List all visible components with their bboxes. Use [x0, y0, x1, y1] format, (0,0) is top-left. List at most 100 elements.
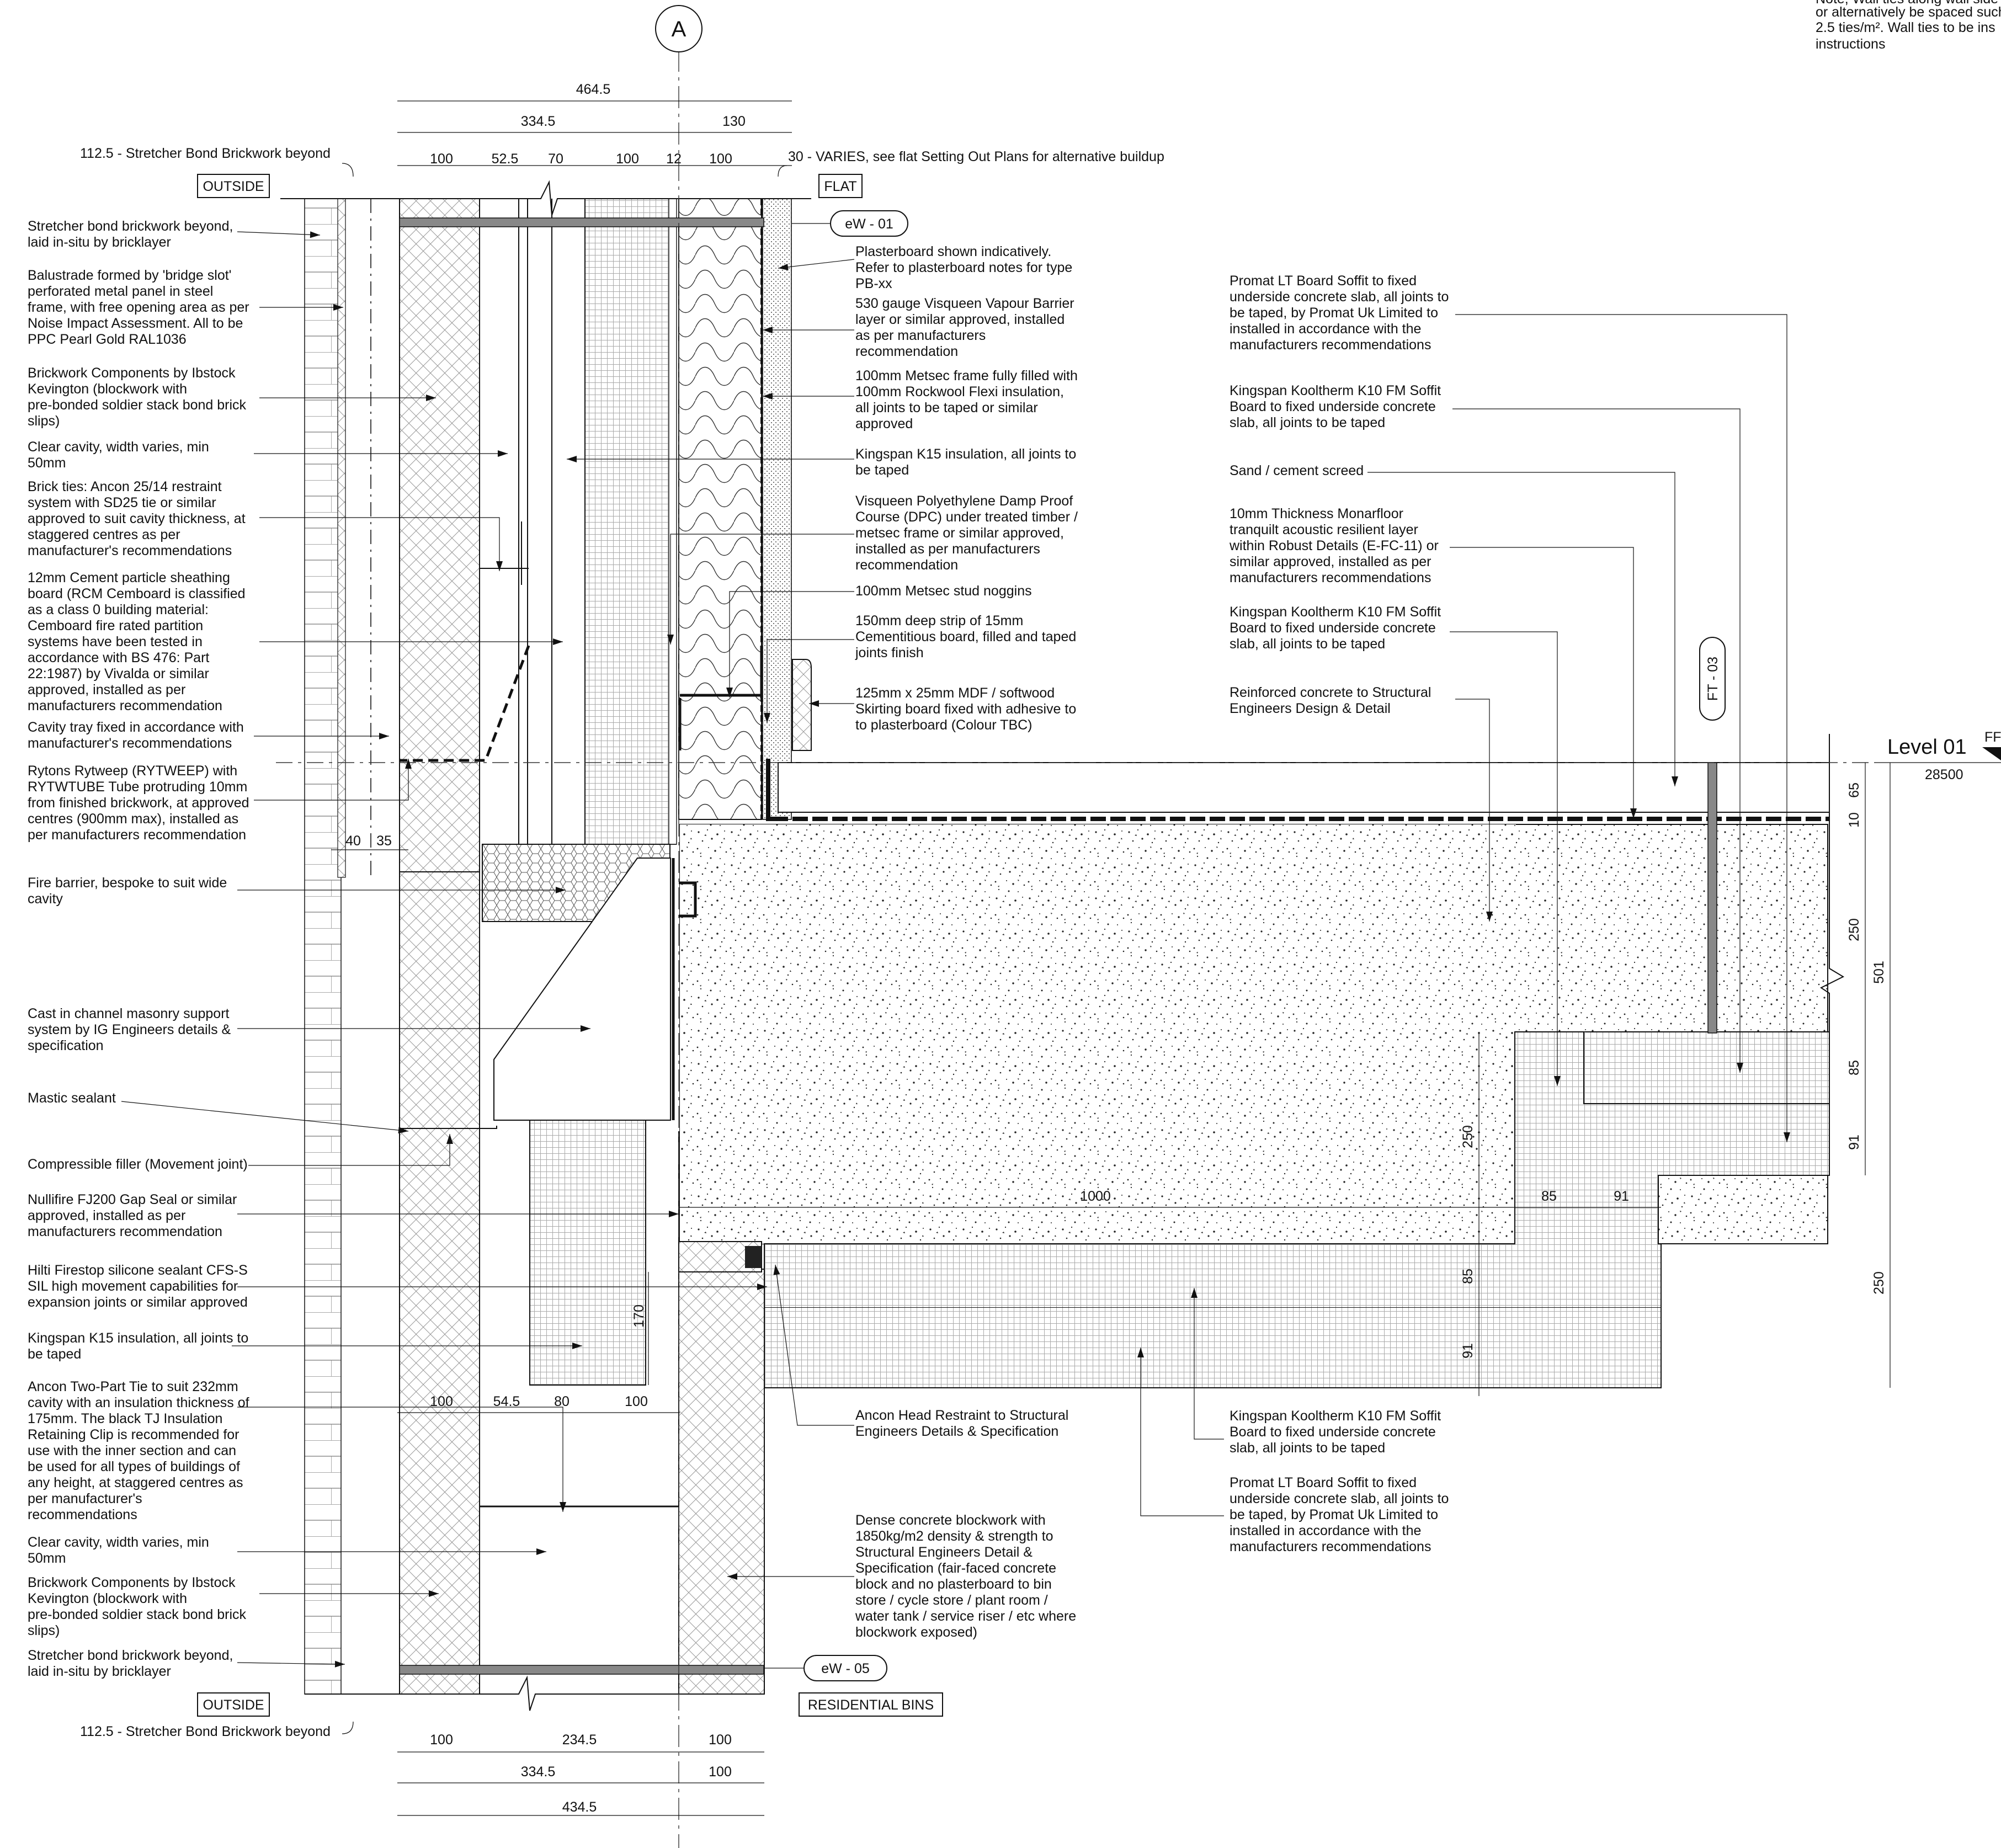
dim-part-3: 100 [616, 151, 639, 167]
outside-top-label: OUTSIDE [203, 179, 264, 194]
note-line: recommendation [855, 344, 958, 359]
leader-arrow [773, 1265, 780, 1275]
note-line: Ancon Two-Part Tie to suit 232mm [28, 1379, 238, 1394]
leader-line [775, 1264, 854, 1426]
note-line: approved [855, 416, 913, 432]
note-line: manufacturers recommendation [28, 1224, 222, 1239]
note-line: as per manufacturers [855, 328, 986, 343]
leader-line [729, 591, 854, 697]
right-notes-2: Sand / cement screed [1230, 463, 1364, 478]
note-line: Clear cavity, width varies, min [28, 1535, 209, 1550]
dim-v85: 85 [1460, 1269, 1476, 1284]
note-line: centres (900mm max), installed as [28, 811, 238, 827]
note-line: Brickwork Components by Ibstock [28, 1575, 236, 1590]
leader-arrow [567, 456, 577, 462]
dim-bottom-row2-0: 334.5 [521, 1764, 556, 1780]
right-notes-0: Promat LT Board Soffit to fixedunderside… [1230, 273, 1449, 353]
dimensions-bottom: 112.5 - Stretcher Bond Brickwork beyond … [80, 1721, 764, 1816]
level-ffl-fragment: FF [1984, 729, 2001, 745]
left-notes-1: Balustrade formed by 'bridge slot'perfor… [28, 268, 249, 347]
dim-lower-wall-0: 100 [430, 1394, 453, 1409]
note-line: manufacturers recommendations [1230, 337, 1431, 353]
note-line: within Robust Details (E-FC-11) or [1229, 538, 1439, 553]
note-line: cavity [28, 891, 63, 907]
note-line: to plasterboard (Colour TBC) [855, 717, 1033, 733]
note-line: Skirting board fixed with adhesive to [855, 701, 1076, 717]
dim-right-1: 10 [1846, 812, 1862, 828]
leader-arrow [669, 1211, 679, 1217]
note-line: Structural Engineers Detail & [855, 1545, 1033, 1560]
left-notes-0: Stretcher bond brickwork beyond,laid in-… [28, 219, 233, 250]
reinforced-concrete-downstand [680, 824, 1516, 1244]
note-line: Engineers Details & Specification [855, 1424, 1058, 1439]
leader-line [259, 517, 500, 571]
ew01-tag: eW - 01 [845, 216, 893, 232]
leader-arrow [809, 700, 819, 707]
dense-concrete-blockwork [678, 1269, 765, 1695]
note-line: recommendation [855, 557, 958, 573]
note-line: per manufacturer's [28, 1491, 142, 1506]
note-line: Course (DPC) under treated timber / [855, 509, 1078, 525]
dim-part-5: 100 [709, 151, 732, 167]
note-line: staggered centres as per [28, 527, 180, 542]
note-line: Fire barrier, bespoke to suit wide [28, 875, 227, 891]
outer-blockwork-upper [399, 198, 480, 872]
leader-arrow [553, 638, 563, 645]
note-line: Compressible filler (Movement joint) [28, 1157, 248, 1172]
note-line: block and no plasterboard to bin [855, 1577, 1052, 1592]
note-line: be taped [855, 462, 909, 478]
note-line: Ancon Head Restraint to Structural [855, 1408, 1068, 1423]
level-marker: Level 01 28500 FF [1876, 729, 2001, 782]
ft03-tag: FT - 03 [1705, 657, 1721, 701]
k15-insulation-upper [584, 198, 677, 845]
note-line: installed as per manufacturers [855, 541, 1040, 557]
note-line: per manufacturers recommendation [28, 827, 246, 843]
note-line: Board to fixed underside concrete [1230, 1424, 1436, 1440]
note-line: Promat LT Board Soffit to fixed [1230, 1475, 1417, 1490]
note-line: Kevington (blockwork with [28, 381, 187, 397]
dim-h1000: 1000 [1080, 1189, 1111, 1204]
leader-arrow [726, 688, 733, 697]
stretcher-brickwork-beyond [304, 198, 342, 1695]
note-line: slab, all joints to be taped [1230, 1440, 1385, 1456]
leader-arrow [757, 1284, 767, 1290]
dim-part-1: 52.5 [492, 151, 519, 167]
promat-soffit-board [764, 1032, 1829, 1388]
tr-line-1: or alternatively be spaced such [1816, 4, 2001, 20]
left-notes-4: Brick ties: Ancon 25/14 restraintsystem … [28, 479, 246, 558]
leader-arrow [763, 393, 773, 400]
note-line: any height, at staggered centres as [28, 1475, 243, 1490]
note-line: tranquilt acoustic resilient layer [1230, 522, 1418, 537]
note-line: as a class 0 building material: [28, 602, 209, 617]
note-line: Hilti Firestop silicone sealant CFS-S [28, 1263, 248, 1278]
note-line: be taped, by Promat Uk Limited to [1230, 305, 1438, 321]
flat-label: FLAT [824, 179, 856, 194]
dim-bottom-row2-1: 100 [709, 1764, 732, 1780]
dim-v250: 250 [1460, 1125, 1476, 1148]
left-notes-18: Stretcher bond brickwork beyond,laid in-… [28, 1648, 233, 1679]
leader-line [670, 534, 854, 645]
leader-arrow [333, 304, 343, 311]
note-line: underside concrete slab, all joints to [1230, 1491, 1449, 1506]
note-line: manufacturers recommendation [28, 698, 222, 713]
dim-bottom-row1-2: 100 [709, 1732, 732, 1748]
leader-line [1450, 547, 1634, 818]
leader-arrow [1486, 912, 1493, 922]
leader-arrow [581, 1025, 590, 1032]
dim-bottom-row3: 434.5 [562, 1799, 597, 1815]
left-notes-2: Brickwork Components by IbstockKevington… [28, 365, 247, 429]
leader-arrow [727, 1573, 737, 1580]
dimensions-right: 65 10 250 501 85 91 250 [1846, 763, 1891, 1388]
note-line: Reinforced concrete to Structural [1230, 685, 1431, 700]
note-line: 10mm Thickness Monarfloor [1230, 506, 1403, 521]
dim-right-3: 501 [1871, 961, 1887, 984]
left-notes: Stretcher bond brickwork beyond,laid in-… [28, 219, 249, 1679]
note-line: board (RCM Cemboard is classified [28, 586, 246, 601]
note-line: Noise Impact Assessment. All to be [28, 316, 243, 331]
